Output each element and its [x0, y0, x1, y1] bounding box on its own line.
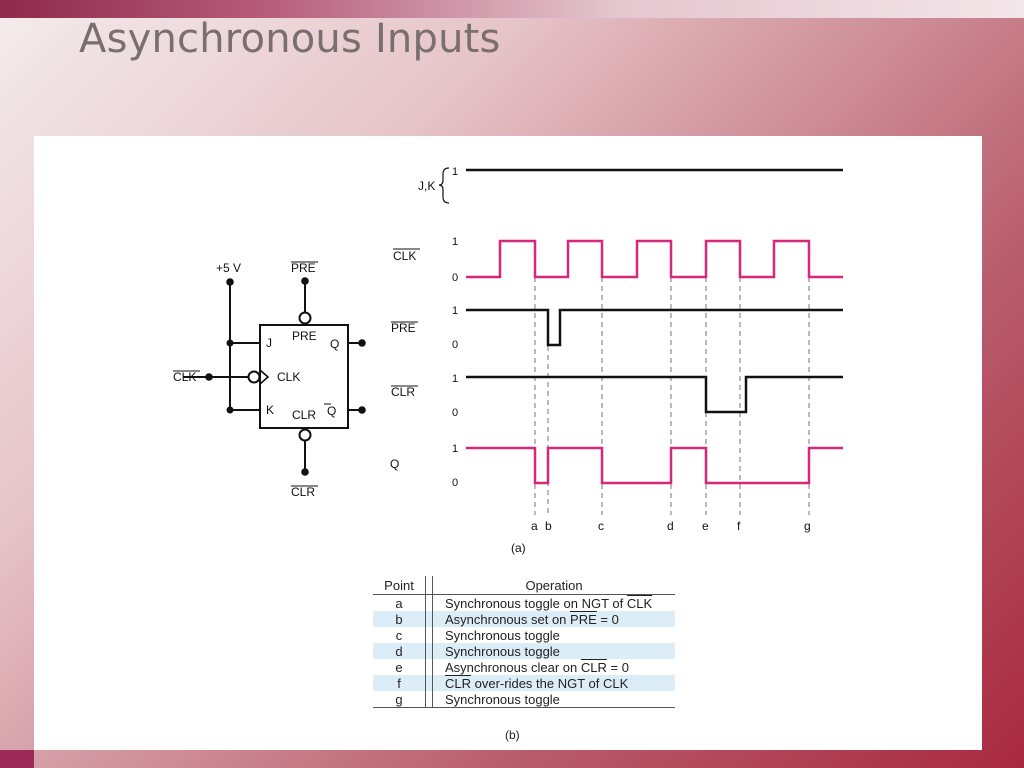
pre-input-label: PRE [291, 261, 316, 275]
supply-label: +5 V [216, 261, 241, 275]
header-point: Point [373, 576, 426, 595]
marker-label-d: d [667, 519, 674, 533]
operation-table: Point Operation a Synchronous toggle on … [373, 576, 675, 708]
pin-j-label: J [266, 336, 272, 350]
marker-label-f: f [737, 519, 741, 533]
clk-level-high: 1 [452, 236, 458, 248]
pin-clr-label: CLR [292, 408, 316, 422]
table-header-row: Point Operation [373, 576, 675, 595]
header-operation: Operation [432, 576, 675, 595]
junction-dot [226, 339, 234, 347]
pre-waveform [466, 308, 843, 347]
pin-clk-label: CLK [277, 370, 300, 384]
row-point: c [395, 627, 403, 643]
table-row: d Synchronous toggle [373, 643, 675, 659]
table-row: e Asynchronous clear on CLR = 0 [373, 659, 675, 675]
q-terminal [358, 339, 366, 347]
junction-dot [226, 406, 234, 414]
row-point: d [373, 643, 426, 659]
clk-terminal [205, 373, 213, 381]
row-point: g [373, 691, 426, 708]
row-point: f [373, 675, 426, 691]
clr-input-label: CLR [291, 485, 315, 499]
row-operation: Synchronous toggle [445, 627, 560, 643]
table-row: b Asynchronous set on PRE = 0 [373, 611, 675, 627]
q-signal-label: Q [390, 457, 399, 471]
table-caption: (b) [505, 728, 520, 742]
table-row: a Synchronous toggle on NGT of CLK [373, 594, 675, 611]
clr-level-high: 1 [452, 373, 458, 385]
table-row: c Synchronous toggle [373, 627, 675, 643]
marker-label-a: a [531, 519, 538, 533]
q-waveform [466, 446, 843, 485]
row-operation: CLR over-rides the NGT of CLK [432, 675, 675, 691]
clk-input-label: CLK [173, 370, 196, 384]
clk-waveform [466, 239, 843, 279]
marker-label-c: c [598, 519, 604, 533]
pre-terminal [301, 277, 309, 285]
row-operation: Synchronous toggle [432, 643, 675, 659]
marker-label-b: b [545, 519, 552, 533]
q-level-low: 0 [452, 477, 458, 489]
jk-brace [438, 167, 450, 204]
clk-signal-label: CLK [393, 249, 416, 263]
q-level-high: 1 [452, 443, 458, 455]
jk-signal-label: J,K [418, 179, 435, 193]
row-operation: Synchronous toggle [432, 691, 675, 708]
slide-top-bar [0, 0, 1024, 18]
jk-level-high: 1 [452, 166, 458, 178]
timing-caption: (a) [511, 541, 526, 555]
table-row: g Synchronous toggle [373, 691, 675, 708]
clr-waveform [466, 375, 843, 414]
pre-level-low: 0 [452, 339, 458, 351]
pin-q-label: Q [330, 337, 339, 351]
row-operation: Synchronous toggle on NGT of CLK [445, 595, 653, 611]
pre-level-high: 1 [452, 305, 458, 317]
row-operation: Asynchronous clear on CLR = 0 [445, 659, 629, 675]
clk-level-low: 0 [452, 272, 458, 284]
slide-corner-accent [0, 750, 34, 768]
schematic-terminals [205, 277, 366, 476]
clr-level-low: 0 [452, 407, 458, 419]
row-point: e [395, 659, 403, 675]
marker-label-e: e [702, 519, 709, 533]
pin-qbar-label: Q [327, 404, 336, 418]
clr-signal-label: CLR [391, 385, 415, 399]
clr-terminal [301, 468, 309, 476]
row-operation: Asynchronous set on PRE = 0 [432, 611, 675, 627]
qbar-terminal [358, 406, 366, 414]
supply-terminal [226, 278, 234, 286]
row-point: a [395, 595, 403, 611]
slide-title: Asynchronous Inputs [79, 16, 501, 62]
timing-diagram: J,K 1 CLK 1 0 PRE 1 0 CLR 1 0 Q 1 [390, 166, 843, 555]
pin-pre-label: PRE [292, 329, 317, 343]
marker-label-g: g [804, 519, 811, 533]
jk-flip-flop-schematic [183, 281, 362, 472]
pre-signal-label: PRE [391, 321, 416, 335]
row-point: b [373, 611, 426, 627]
table-row: f CLR over-rides the NGT of CLK [373, 675, 675, 691]
pin-k-label: K [266, 403, 274, 417]
figure-svg: +5 V PRE CLR CLK J K CLK PRE CLR Q Q [173, 166, 843, 555]
